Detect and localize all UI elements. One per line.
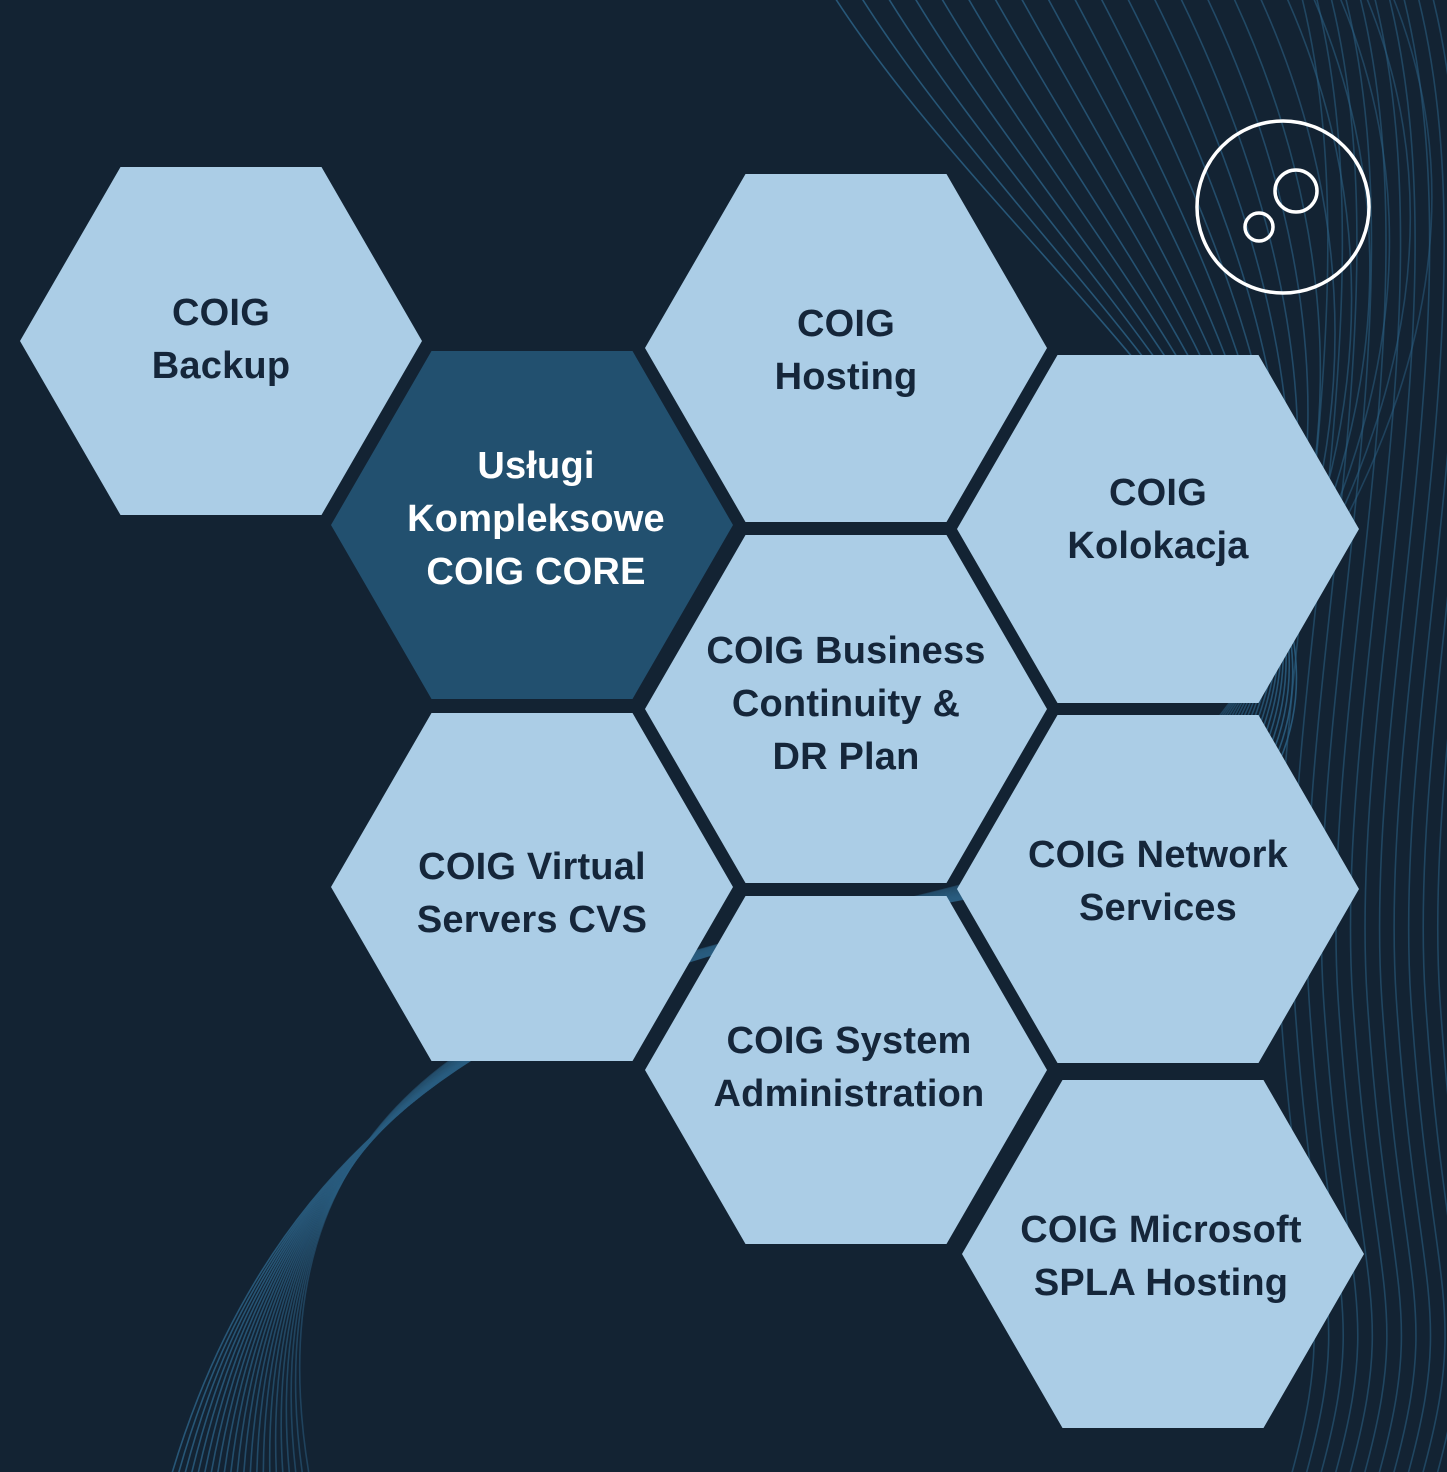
hex-coig-backup[interactable]: COIG Backup [20,167,422,515]
hex-coig-network-services[interactable]: COIG Network Services [957,715,1359,1063]
hex-label-kolokacja: COIG Kolokacja [1067,472,1249,567]
hex-label-business-continuity: COIG Business Continuity & DR Plan [706,629,986,778]
hex-label-system-administration: COIG System Administration [713,1020,985,1115]
hex-label-hosting: COIG Hosting [774,303,918,398]
hex-label-core: Usługi Kompleksowe COIG CORE [407,444,665,593]
hex-coig-system-administration[interactable]: COIG System Administration [645,896,1047,1244]
wave-line [1393,0,1445,1472]
wave-line [1436,738,1447,1095]
hex-label-network-services: COIG Network Services [1028,834,1288,929]
hex-coig-business-continuity[interactable]: COIG Business Continuity & DR Plan [645,535,1047,883]
wave-line [1378,0,1431,1472]
hex-label-microsoft-spla: COIG Microsoft SPLA Hosting [1020,1209,1302,1304]
hex-coig-microsoft-spla[interactable]: COIG Microsoft SPLA Hosting [962,1080,1364,1428]
hex-coig-hosting[interactable]: COIG Hosting [645,174,1047,522]
hex-coig-virtual-servers[interactable]: COIG Virtual Servers CVS [331,713,733,1061]
hex-uslugi-kompleksowe-core[interactable]: Usługi Kompleksowe COIG CORE [331,351,733,699]
circles-logo-icon [1195,119,1371,295]
hex-coig-kolokacja[interactable]: COIG Kolokacja [957,355,1359,703]
wave-line [1422,595,1447,1472]
hex-label-virtual-servers: COIG Virtual Servers CVS [416,846,648,941]
wave-line [1364,0,1416,1472]
hex-label-backup: COIG Backup [151,292,291,387]
wave-line [1407,0,1447,1472]
